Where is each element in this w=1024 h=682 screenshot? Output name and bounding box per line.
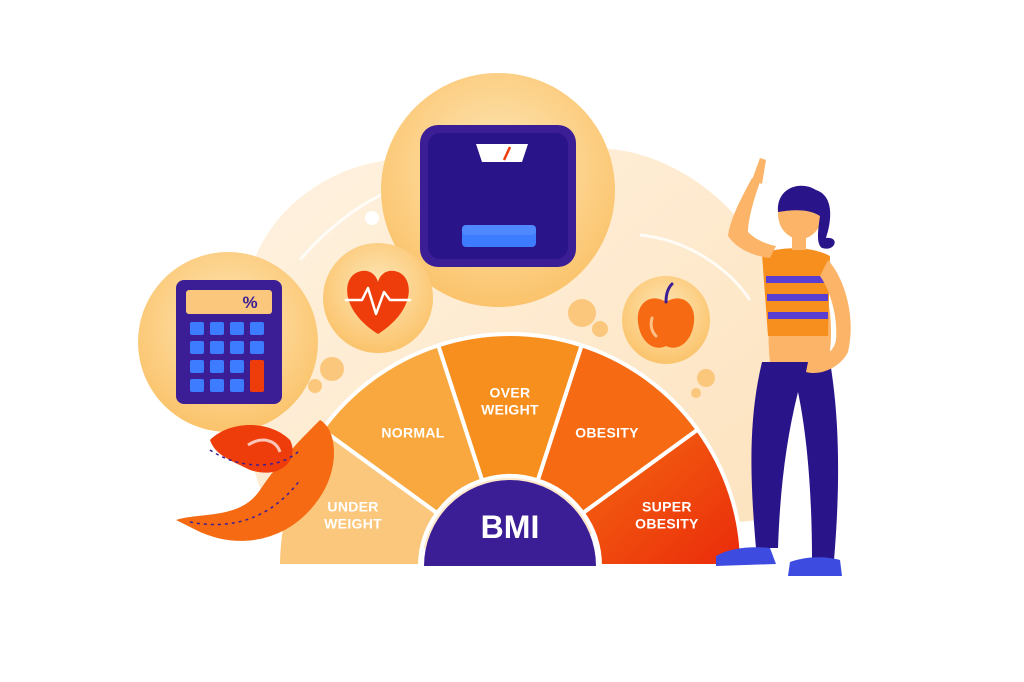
gauge-center <box>424 480 596 566</box>
woman-figure <box>716 158 851 576</box>
calculator-key <box>210 360 224 373</box>
weighing-scale-icon <box>420 125 576 267</box>
apple-icon <box>637 282 695 348</box>
gauge-segment-super-obesity <box>580 427 744 568</box>
calculator-key <box>210 341 224 354</box>
calculator-key <box>210 322 224 335</box>
gauge-label-obesity: OBESITY <box>575 425 639 441</box>
apple-bubble <box>622 276 710 364</box>
heart-pulse-icon <box>344 270 412 334</box>
calculator-display-symbol: % <box>242 293 257 312</box>
calculator-equals-key <box>250 360 264 392</box>
calculator-key <box>230 360 244 373</box>
calculator-key <box>230 322 244 335</box>
calculator-keys <box>190 322 264 392</box>
scale-bubble <box>381 73 615 307</box>
calculator-key <box>230 341 244 354</box>
calculator-bubble: % <box>138 252 318 432</box>
calculator-key <box>210 379 224 392</box>
decorative-dots <box>308 211 715 398</box>
calculator-key <box>190 341 204 354</box>
measuring-tape-icon <box>176 420 334 541</box>
calculator-key <box>230 379 244 392</box>
heart-bubble <box>323 243 433 353</box>
calculator-key <box>190 322 204 335</box>
calculator-key <box>190 360 204 373</box>
calculator-key <box>190 379 204 392</box>
calculator-key <box>250 322 264 335</box>
gauge-center-label: BMI <box>481 509 540 545</box>
calculator-key <box>250 341 264 354</box>
gauge-label-normal: NORMAL <box>381 425 444 441</box>
calculator-icon: % <box>176 280 282 404</box>
